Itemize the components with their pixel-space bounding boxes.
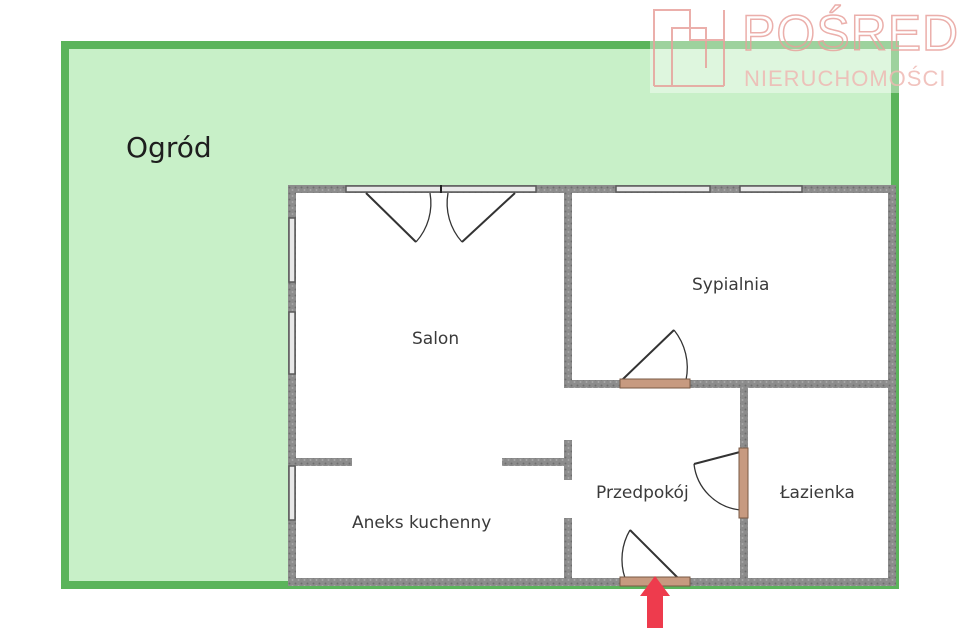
window-left-3: [288, 465, 296, 521]
window-top-right-2: [739, 185, 803, 193]
watermark-brand: POŚREDNIK: [742, 4, 961, 61]
watermark-logo: POŚREDNIK NIERUCHOMOŚCI: [650, 0, 961, 93]
entrance-arrow-icon: [640, 576, 670, 628]
window-top-right-1: [615, 185, 711, 193]
bedroom-door: [619, 329, 691, 389]
living-room-label: Salon: [412, 329, 459, 349]
bathroom-door: [693, 447, 749, 519]
bathroom-label: Łazienka: [779, 483, 855, 503]
house-logo-icon: [653, 9, 725, 87]
terrace-door: [365, 192, 516, 243]
bedroom-label: Sypialnia: [692, 275, 769, 295]
window-left-2: [288, 311, 296, 375]
hall-label: Przedpokój: [596, 483, 689, 503]
garden-label: Ogród: [126, 131, 212, 164]
kitchen-label: Aneks kuchenny: [352, 513, 491, 533]
watermark-tagline: NIERUCHOMOŚCI: [744, 66, 946, 91]
window-left-1: [288, 217, 296, 283]
